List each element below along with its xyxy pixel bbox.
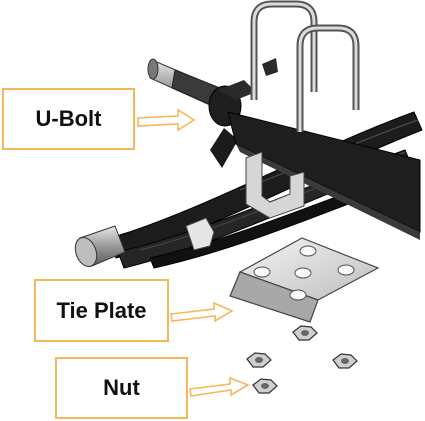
spring-main-leaf [227,111,421,240]
spring-clip [185,151,305,251]
nut-4 [252,378,278,394]
nut-3 [332,353,358,369]
spring-eye [74,225,126,268]
arrow-tie-plate [170,301,234,323]
u-bolt-left [250,0,318,100]
spring-perch [210,58,278,168]
nut-2 [246,352,272,368]
u-bolt-label: U-Bolt [2,88,135,150]
tie-plate [229,237,380,323]
tie-plate-label: Tie Plate [34,279,169,342]
arrow-nut [189,376,250,397]
nut-1 [292,325,318,341]
nut-label: Nut [55,357,188,419]
u-bolt-right [296,24,360,132]
arrow-ubolt [137,108,196,132]
